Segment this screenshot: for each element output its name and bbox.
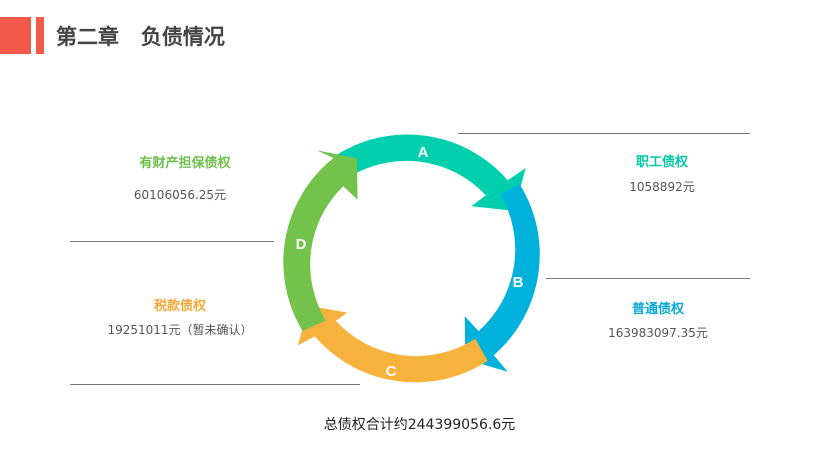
leader-line-d bbox=[70, 241, 274, 242]
segment-c bbox=[297, 305, 488, 383]
header-accent-stripe bbox=[36, 17, 44, 54]
total-summary: 总债权合计约244399056.6元 bbox=[323, 417, 516, 433]
label-c-title: 税款债权 bbox=[153, 299, 206, 314]
label-d-title: 有财产担保债权 bbox=[139, 156, 231, 171]
segment-a-letter: A bbox=[418, 144, 429, 161]
leader-line-c bbox=[70, 384, 360, 385]
segment-b-letter: B bbox=[513, 274, 524, 291]
page-title: 第二章 负债情况 bbox=[56, 25, 225, 49]
header-accent-block bbox=[0, 17, 31, 54]
label-b-title: 普通债权 bbox=[631, 302, 684, 317]
segment-a bbox=[332, 134, 526, 211]
label-a-title: 职工债权 bbox=[635, 155, 688, 170]
label-a-value: 1058892元 bbox=[629, 180, 695, 194]
label-d-value: 60106056.25元 bbox=[133, 188, 227, 202]
leader-line-b bbox=[546, 278, 750, 279]
segment-c-letter: C bbox=[386, 363, 397, 380]
segment-d-letter: D bbox=[296, 236, 307, 253]
segment-b bbox=[464, 184, 540, 372]
label-b-value: 163983097.35元 bbox=[608, 326, 708, 340]
segment-d bbox=[283, 150, 358, 331]
leader-line-a bbox=[458, 133, 750, 134]
label-c-value: 19251011元（暂未确认） bbox=[107, 323, 253, 337]
